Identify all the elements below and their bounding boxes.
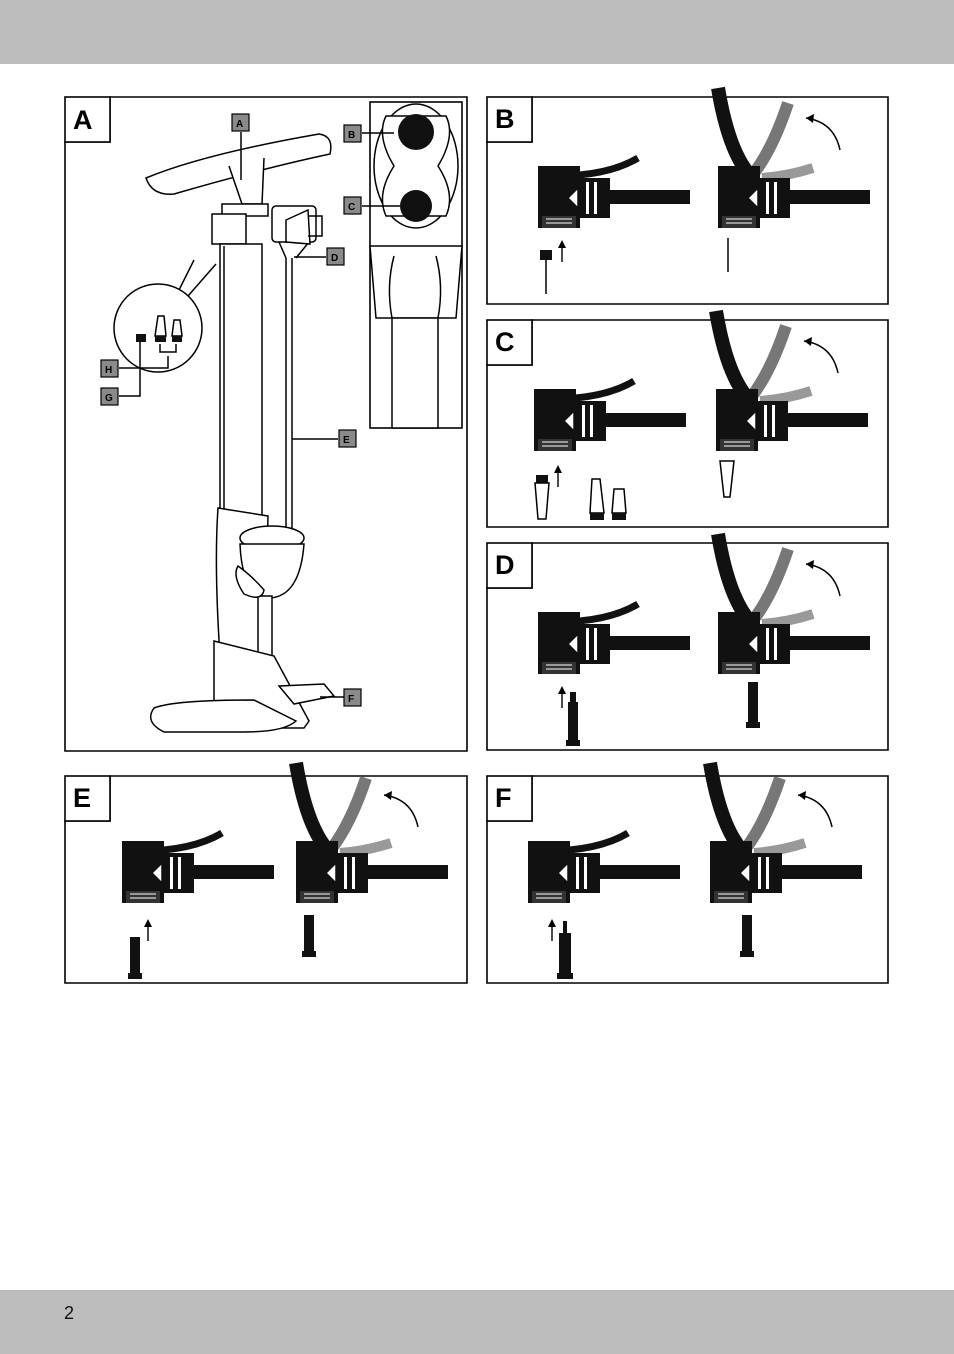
callout-g: G	[101, 388, 118, 405]
svg-text:G: G	[105, 393, 113, 404]
adapter-magnifier	[114, 260, 216, 372]
callout-e: E	[339, 430, 356, 447]
figure-d-label: D	[495, 550, 515, 580]
pump-head-closed	[122, 833, 274, 903]
pump-head-closed	[538, 604, 690, 674]
insert-arrow	[554, 465, 562, 487]
figure-c-panel: C	[486, 319, 890, 529]
figure-f-panel: F	[486, 775, 890, 985]
pump-head-open	[296, 763, 448, 903]
lever-arrow	[804, 337, 838, 373]
callout-h: H	[101, 360, 118, 377]
figure-a-label: A	[73, 105, 93, 135]
pump-base-illustration	[151, 641, 334, 732]
figure-f-label: F	[495, 783, 512, 813]
insert-arrow	[144, 919, 152, 941]
svg-text:A: A	[236, 119, 243, 130]
figure-b-label: B	[495, 104, 515, 134]
insert-arrow	[548, 919, 556, 941]
figure-e-panel: E	[64, 775, 469, 985]
footer-band	[0, 1290, 954, 1354]
callout-a: A	[232, 114, 249, 131]
figure-e-label: E	[73, 783, 91, 813]
lever-arrow	[806, 560, 840, 596]
figure-d-panel: D	[486, 542, 890, 752]
lever-arrow	[806, 114, 840, 150]
pump-head-closed	[528, 833, 680, 903]
svg-text:C: C	[348, 202, 355, 213]
lever-arrow	[798, 791, 832, 827]
callout-b: B	[344, 125, 361, 142]
figure-b-panel: B	[486, 96, 890, 306]
pump-head-open	[716, 311, 868, 451]
pump-head-closed	[534, 381, 686, 451]
callout-c: C	[344, 197, 361, 214]
insert-arrow	[558, 686, 566, 708]
svg-text:H: H	[105, 365, 112, 376]
page-number: 2	[64, 1303, 74, 1324]
lever-arrow	[384, 791, 418, 827]
pump-head-open	[710, 763, 862, 903]
pump-head-closed	[538, 158, 690, 228]
header-band	[0, 0, 954, 64]
pump-head-open	[718, 534, 870, 674]
pump-head-open	[718, 88, 870, 228]
svg-text:D: D	[331, 253, 338, 264]
valve-head-inset	[370, 102, 462, 428]
svg-text:E: E	[343, 435, 350, 446]
figure-a-panel: A	[64, 96, 469, 753]
svg-text:F: F	[348, 694, 354, 705]
callout-d: D	[327, 248, 344, 265]
svg-text:B: B	[348, 130, 355, 141]
insert-arrow	[558, 240, 566, 262]
figure-c-label: C	[495, 327, 515, 357]
callout-f: F	[344, 689, 361, 706]
